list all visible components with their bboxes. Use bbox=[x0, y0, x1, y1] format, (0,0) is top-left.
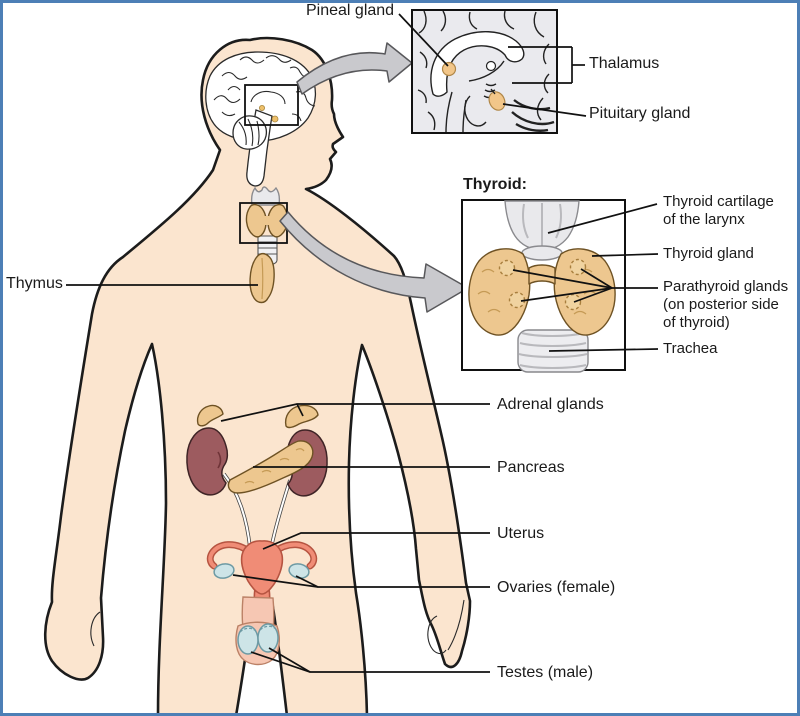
leader-thyroid-cartilage bbox=[547, 203, 658, 234]
cerebellum-lines bbox=[238, 118, 260, 147]
label-thyroid-cartilage: Thyroid cartilage of the larynx bbox=[663, 193, 774, 228]
zoom-arrow-to-thyroid-inset-icon bbox=[279, 211, 469, 313]
brain-in-head bbox=[205, 51, 317, 187]
mammillary-body bbox=[485, 60, 497, 72]
mini-pituitary-gland bbox=[271, 115, 279, 123]
label-thalamus: Thalamus bbox=[589, 55, 660, 72]
pituitary-stalk bbox=[490, 88, 496, 95]
leader-pituitary bbox=[502, 103, 587, 117]
leader-uterus bbox=[262, 532, 490, 550]
left-ovary bbox=[213, 563, 235, 579]
brain-focus-rectangle bbox=[244, 84, 299, 126]
brainstem-lines bbox=[445, 91, 487, 133]
label-pancreas: Pancreas bbox=[497, 459, 565, 476]
thymus-seam bbox=[261, 257, 264, 300]
label-thyroid-title: Thyroid: bbox=[463, 176, 527, 193]
cerebellum bbox=[232, 115, 268, 150]
mini-corpus-callosum bbox=[250, 90, 286, 105]
leader-parathyroid bbox=[512, 268, 658, 303]
parathyroid-glands-shapes bbox=[498, 258, 587, 311]
human-body-outline bbox=[43, 36, 472, 716]
leader-thyroid-gland bbox=[591, 253, 659, 257]
body-silhouette bbox=[43, 36, 472, 716]
right-ovary bbox=[288, 563, 310, 579]
leader-testes bbox=[250, 647, 490, 673]
right-hand-thumb-line bbox=[427, 615, 447, 655]
label-adrenal-glands: Adrenal glands bbox=[497, 396, 604, 413]
leader-pineal bbox=[398, 13, 449, 67]
pineal-gland-shape bbox=[441, 61, 457, 77]
label-testes: Testes (male) bbox=[497, 664, 594, 681]
label-parathyroid-glands: Parathyroid glands (on posterior side of… bbox=[663, 278, 789, 331]
thymus-organ bbox=[249, 252, 275, 304]
pancreas-texture bbox=[244, 448, 305, 484]
thalamus-bracket bbox=[508, 46, 585, 84]
right-hand-finger-line bbox=[447, 599, 465, 651]
corpus-callosum bbox=[430, 30, 525, 97]
label-pineal-gland: Pineal gland bbox=[306, 2, 395, 19]
abdominal-organs bbox=[186, 404, 328, 550]
cartilage-shade-right bbox=[555, 203, 562, 239]
cartilage-shade-left bbox=[522, 203, 529, 239]
kidney-crease-left bbox=[217, 451, 222, 469]
leader-ovaries bbox=[232, 574, 490, 588]
zoom-arrow-to-brain-inset-icon bbox=[296, 42, 413, 95]
label-thymus: Thymus bbox=[6, 275, 63, 292]
label-thyroid-gland: Thyroid gland bbox=[663, 245, 754, 262]
leader-lines bbox=[66, 13, 659, 673]
trachea-ring-lines bbox=[518, 332, 588, 369]
right-adrenal-gland bbox=[284, 404, 319, 429]
left-kidney bbox=[186, 427, 229, 496]
thyroid-isthmus-in-body bbox=[261, 216, 273, 225]
leader-adrenal bbox=[220, 403, 490, 422]
cricoid-band bbox=[521, 245, 563, 261]
label-pituitary-gland: Pituitary gland bbox=[589, 105, 691, 122]
label-trachea: Trachea bbox=[663, 340, 718, 357]
pelvic-organs bbox=[206, 540, 318, 666]
fornix bbox=[468, 60, 505, 82]
left-fallopian-tube-fill bbox=[208, 542, 252, 568]
epididymis-lines bbox=[239, 625, 277, 633]
label-uterus: Uterus bbox=[497, 525, 545, 542]
right-fallopian-tube-fill bbox=[272, 542, 316, 568]
left-hand-thumb-line bbox=[90, 611, 101, 647]
leader-trachea bbox=[548, 348, 659, 352]
mini-pineal-gland bbox=[258, 105, 265, 112]
left-adrenal-gland bbox=[196, 404, 224, 427]
brain-inset bbox=[411, 9, 558, 134]
right-testis bbox=[257, 623, 279, 653]
label-ovaries: Ovaries (female) bbox=[497, 579, 616, 596]
